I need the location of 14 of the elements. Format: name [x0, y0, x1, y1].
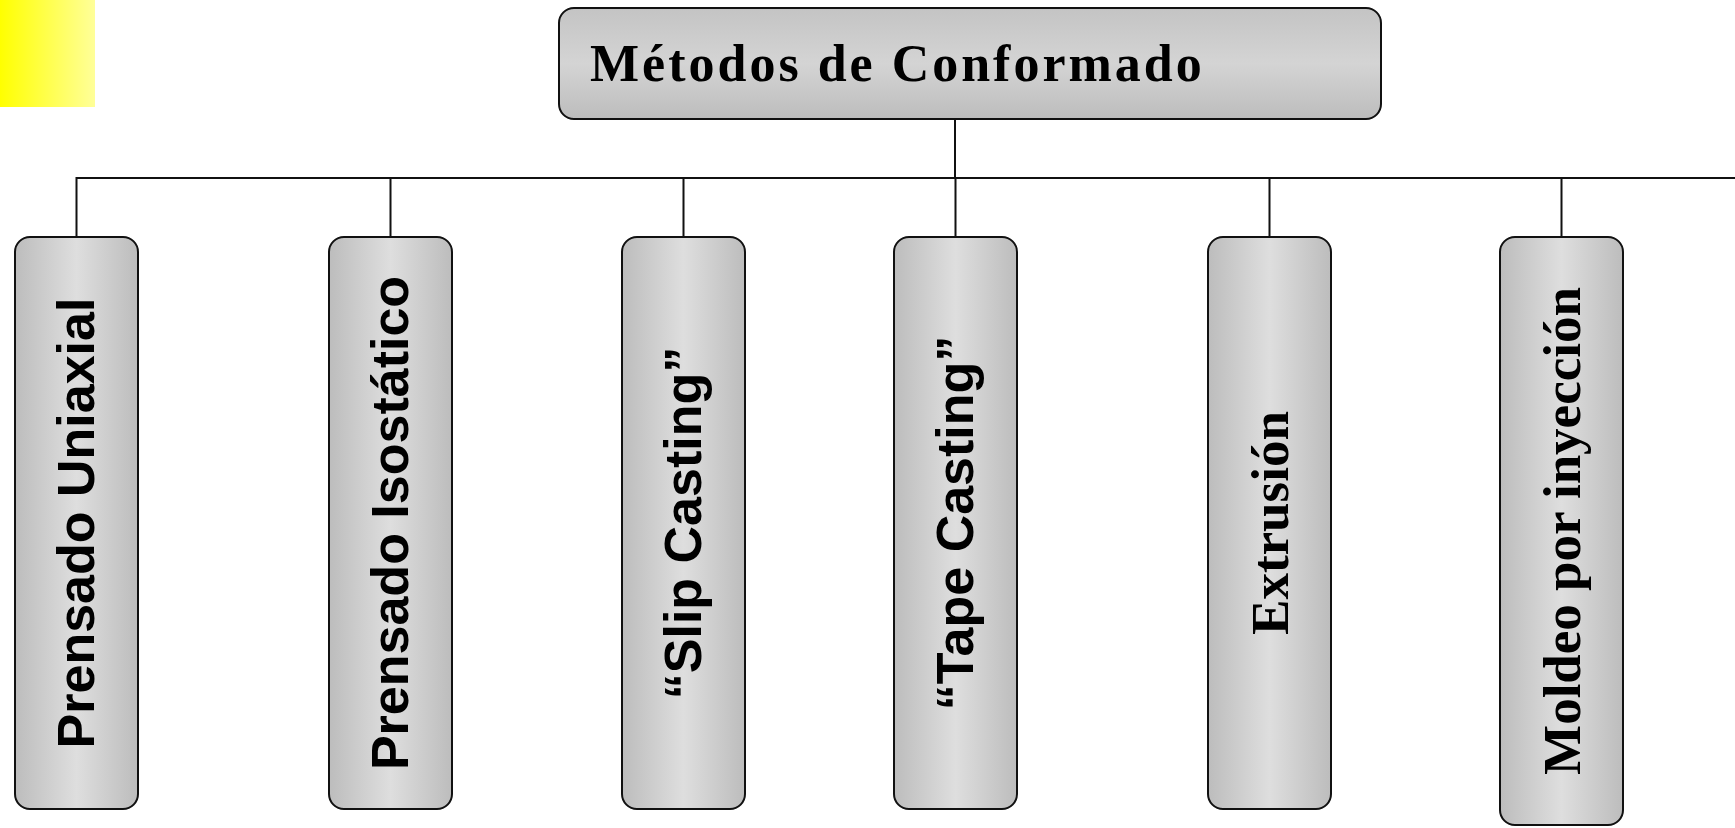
root-label: Métodos de Conformado [590, 34, 1205, 93]
method-box [14, 236, 139, 810]
title-box [558, 7, 1382, 120]
method-label: Prensado Isostático [360, 275, 421, 771]
method-box [1499, 236, 1624, 826]
method-label: “Slip Casting” [653, 346, 714, 700]
method-label: Extrusión [1239, 411, 1300, 635]
method-box [621, 236, 746, 810]
method-box [328, 236, 453, 810]
method-label: “Tape Casting” [925, 335, 986, 711]
method-box [893, 236, 1018, 810]
method-box [1207, 236, 1332, 810]
method-label: Moldeo por inyección [1531, 287, 1592, 775]
method-label: Prensado Uniaxial [46, 297, 107, 749]
